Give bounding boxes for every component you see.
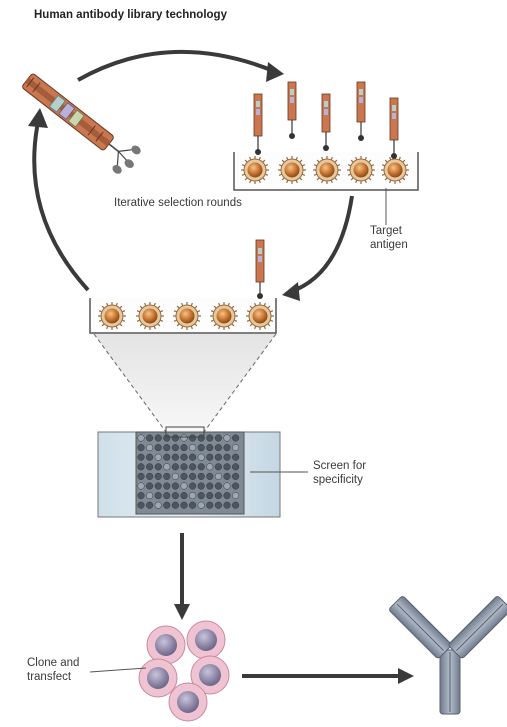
phage-icon <box>321 93 331 151</box>
clone-transfect-label: Clone and transfect <box>27 656 79 684</box>
clone-leader <box>89 667 147 673</box>
target-antigen-line1: Target <box>370 225 402 237</box>
iterative-selection-label: Iterative selection rounds <box>114 197 242 209</box>
bead-icon <box>381 156 409 184</box>
clone-line1: Clone and <box>27 657 80 669</box>
bead-row-upper <box>241 156 409 184</box>
bead-icon <box>313 156 341 184</box>
bead-icon <box>246 302 274 330</box>
zoom-cone <box>94 334 276 432</box>
cell-icon <box>138 658 178 698</box>
antibody-icon <box>389 596 507 715</box>
cycle-arrow-left <box>32 121 90 292</box>
arrow-head-left <box>28 108 48 128</box>
target-antigen-label: Target antigen <box>370 224 408 252</box>
phage-icon <box>253 93 263 155</box>
phage-row-upper <box>253 81 399 159</box>
clone-line2: transfect <box>27 671 72 683</box>
down-arrow-head <box>174 604 190 620</box>
cycle-arrow-top <box>77 49 277 82</box>
cycle-arrow-right <box>289 195 354 294</box>
bead-icon <box>278 156 306 184</box>
diagram-title: Human antibody library technology <box>34 9 227 21</box>
screen-specificity-label: Screen for specificity <box>313 459 366 487</box>
screen-line2: specificity <box>313 474 363 486</box>
phage-icon <box>389 97 399 159</box>
well-grid <box>137 434 240 509</box>
cell-icon <box>168 682 208 722</box>
phage-icon <box>356 81 366 141</box>
cell-icon <box>146 625 186 665</box>
bead-icon <box>241 156 269 184</box>
bead-row-lower <box>98 302 274 330</box>
arrow-head-top <box>266 62 284 82</box>
cell-cluster <box>138 620 230 722</box>
cell-icon <box>186 620 226 660</box>
phage-icon <box>287 81 297 139</box>
bead-icon <box>136 302 164 330</box>
screen-line1: Screen for <box>313 460 367 472</box>
arrow-head-right <box>282 282 300 301</box>
right-arrow-head <box>398 668 414 684</box>
target-antigen-line2: antigen <box>370 239 408 251</box>
bead-icon <box>347 156 375 184</box>
phage-icon <box>22 73 141 174</box>
bead-icon <box>98 302 126 330</box>
bead-icon <box>210 302 238 330</box>
phage-icon <box>255 239 265 299</box>
bead-icon <box>173 302 201 330</box>
cell-icon <box>190 655 230 695</box>
